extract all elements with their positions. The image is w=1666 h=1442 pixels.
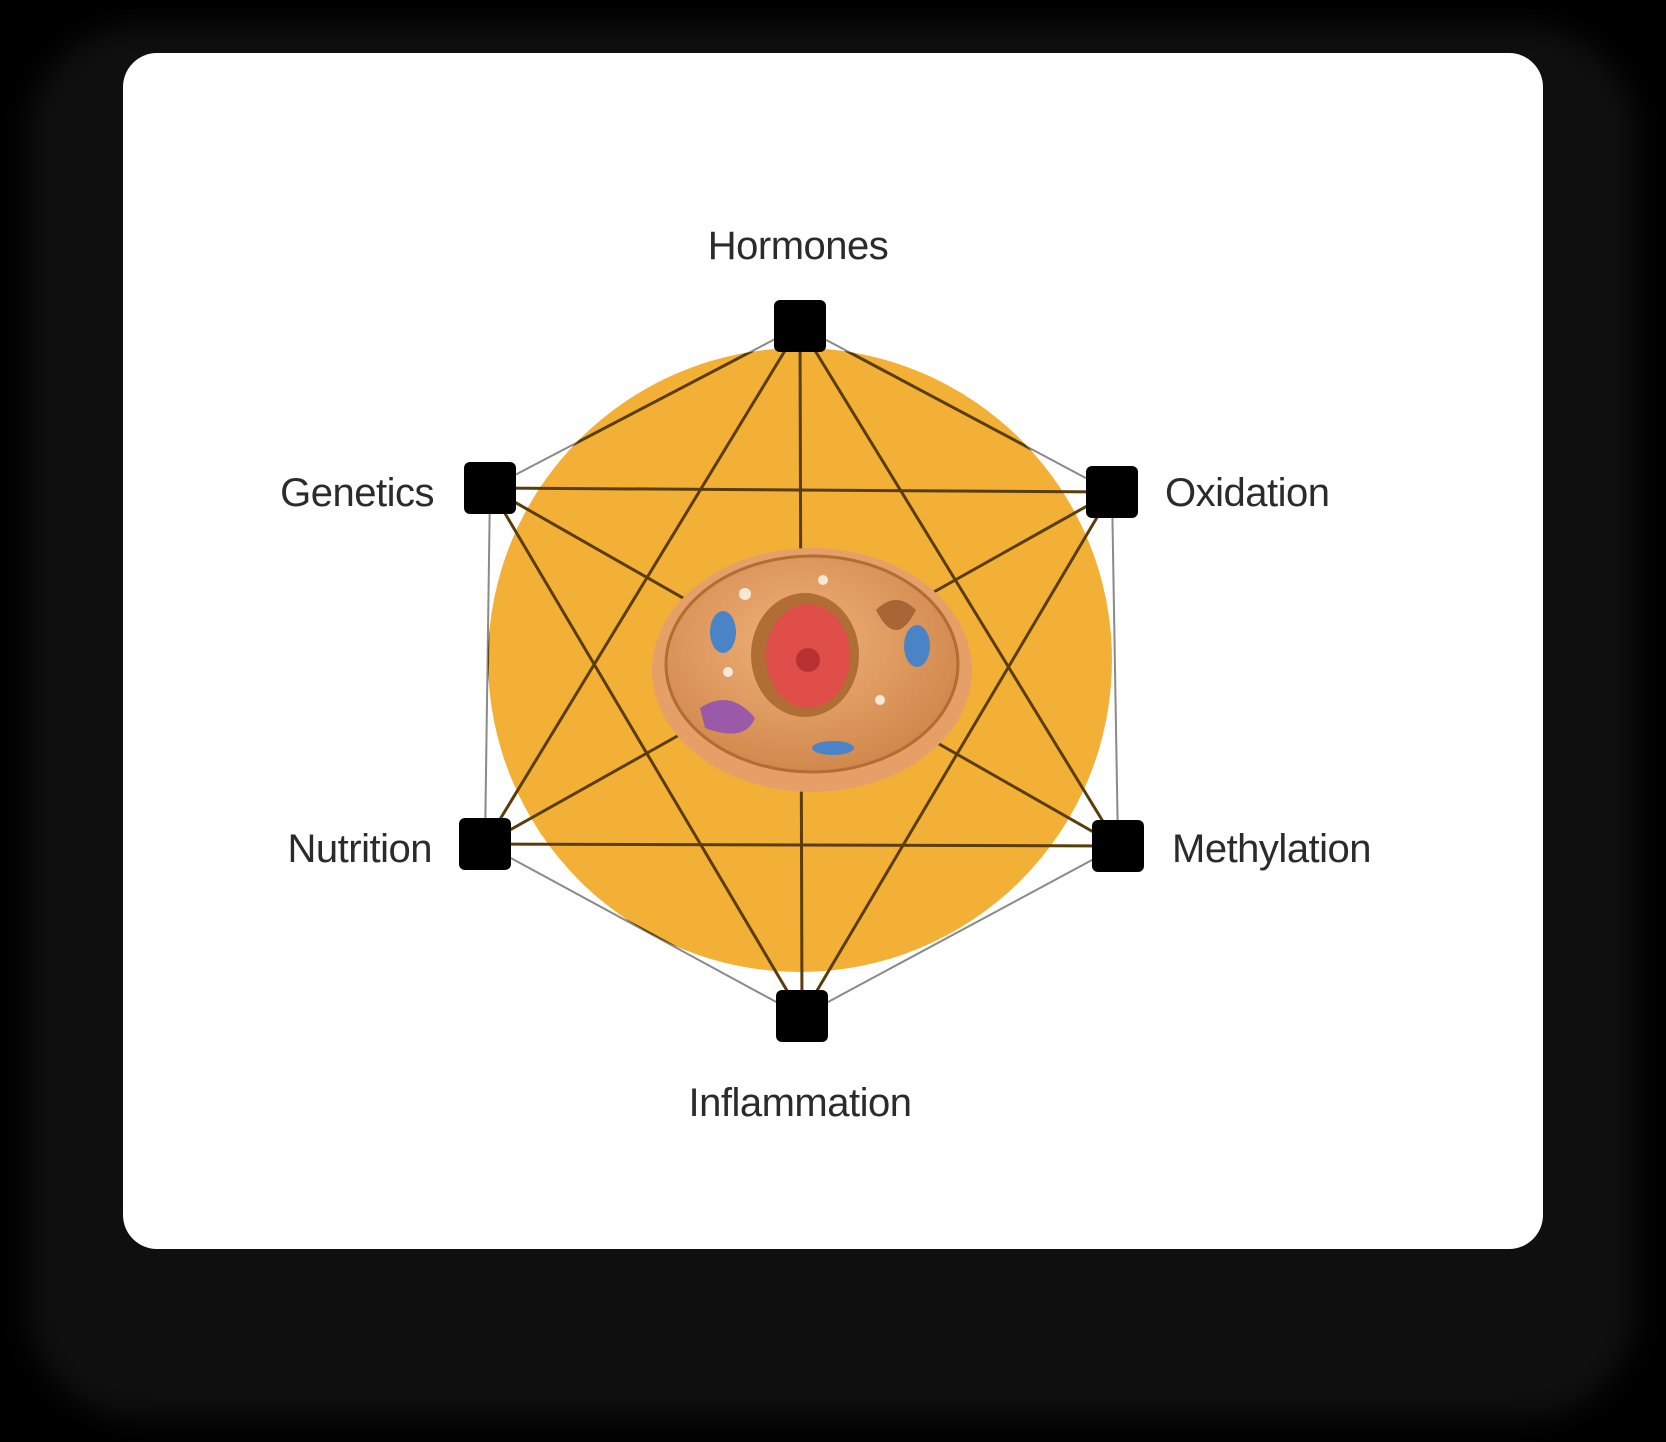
cell-illustration: [652, 548, 972, 792]
node-hormones: [774, 300, 826, 352]
node-methylation: [1092, 820, 1144, 872]
node-squares: [459, 300, 1144, 1042]
node-nutrition: [459, 818, 511, 870]
label-inflammation: Inflammation: [689, 1081, 912, 1125]
label-nutrition: Nutrition: [288, 827, 432, 871]
node-oxidation: [1086, 466, 1138, 518]
label-oxidation: Oxidation: [1165, 471, 1329, 515]
label-genetics: Genetics: [280, 471, 434, 515]
label-hormones: Hormones: [708, 224, 889, 268]
node-genetics: [464, 462, 516, 514]
label-methylation: Methylation: [1172, 827, 1371, 871]
node-inflammation: [776, 990, 828, 1042]
connection-lines: [483, 325, 1120, 1017]
